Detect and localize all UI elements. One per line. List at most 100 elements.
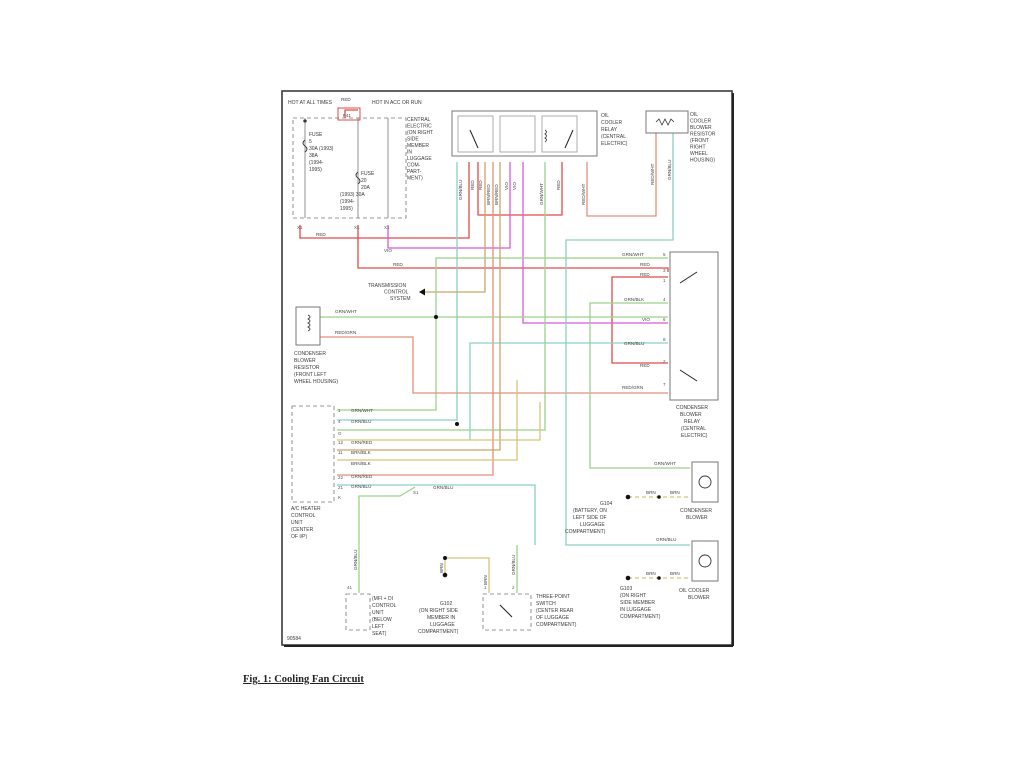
wire-brnred-1 — [425, 162, 486, 293]
hot-acc-run-label: HOT IN ACC OR RUN — [372, 100, 422, 106]
pin-label: 21 — [338, 485, 344, 490]
junction-dot — [455, 422, 459, 426]
wire-label-grnblu-dme: GRN/BLU — [353, 550, 358, 570]
wire-label: RED/WHT — [581, 183, 586, 205]
wire-label-brn-g102: BRN — [439, 563, 444, 573]
wire-grnblu-relay — [337, 162, 458, 421]
figure-caption: Fig. 1: Cooling Fan Circuit — [243, 674, 364, 685]
wire-grnblu-cond — [469, 342, 668, 440]
wire-brnblk-1 — [337, 162, 501, 451]
wire-label: RED/WHT — [650, 163, 655, 185]
wire-label: GRN/BLU — [351, 419, 371, 424]
wire-label-grnwht-blower: GRN/WHT — [654, 461, 676, 466]
junction-dot — [657, 576, 661, 580]
fuse-f41-label: F41 — [343, 113, 351, 118]
oil-cooler-relay-box — [451, 110, 598, 157]
pin-label: 2 — [663, 359, 666, 364]
wire-label: RED/GRN — [622, 385, 643, 390]
wire-label: GRN/WHT — [622, 252, 644, 257]
junction-dot — [434, 315, 438, 319]
hot-all-times-label: HOT AT ALL TIMES — [288, 100, 333, 106]
wire-label-red-main: RED — [393, 262, 403, 267]
wire-grnblk — [589, 302, 690, 469]
pin-label: 3 — [663, 268, 666, 273]
wire-label: BRN/BLK — [351, 450, 372, 455]
wires — [299, 109, 690, 593]
wire-label-brn: BRN — [646, 490, 656, 495]
wire-label: GRN/BLU — [458, 180, 463, 200]
pin-label: K — [338, 495, 341, 500]
wire-red-left — [299, 162, 470, 239]
wire-red-condenser — [611, 276, 668, 364]
pin-label: G — [338, 431, 342, 436]
oil-cooler-resistor-box — [645, 110, 689, 134]
dme-box — [345, 593, 371, 631]
junction-dot — [625, 494, 631, 500]
wire-brnred-2 — [337, 162, 494, 476]
relay-switch-icon — [469, 129, 479, 149]
pin-label: 6 — [663, 317, 666, 322]
wire-brn-switch — [445, 557, 490, 593]
wire-grnblu-dme — [358, 486, 416, 593]
wire-label-red: RED — [316, 232, 326, 237]
oil-relay-inner-3 — [541, 115, 578, 153]
wire-label: GRN/WHT — [539, 183, 544, 205]
junction-dot — [443, 556, 447, 560]
fuse-20-symbol-icon — [355, 171, 361, 185]
fuse-5-symbol-icon — [302, 139, 308, 153]
transmission-arrow-icon — [419, 288, 425, 296]
wire-label: RED — [640, 272, 650, 277]
pin-label: 5 — [663, 252, 666, 257]
wire-label: RED — [556, 180, 561, 190]
pin-label: 1 — [663, 278, 666, 283]
wire-label-brn: BRN — [670, 571, 680, 576]
splice-label: S1 — [413, 490, 419, 495]
wire-label: GRN/BLU — [624, 341, 644, 346]
pin-label: 11 — [338, 450, 343, 455]
pin-label: X1 — [384, 225, 390, 230]
wire-label: GRN/RED — [351, 440, 373, 445]
wire-label: GRN/BLU — [433, 485, 453, 490]
pin-label: 1 — [484, 585, 487, 590]
wire-label: GRN/RED — [351, 474, 373, 479]
wire-label: VIO — [512, 182, 517, 190]
ac-heater-connector: 1 4 G 12 11 22 21 K GRN/WHT GRN/BLU GRN/… — [338, 408, 453, 500]
wire-label: GRN/BLU — [667, 160, 672, 180]
wire-label: GRN/WHT — [351, 408, 373, 413]
oil-cooler-blower-box — [691, 540, 719, 582]
pin-label: 4 — [663, 297, 666, 302]
junction-dot — [657, 495, 661, 499]
wire-label: RED — [640, 363, 650, 368]
wire-label-redgrn: RED/GRN — [335, 330, 356, 335]
wire-label-grnblu-switch: GRN/BLU — [511, 555, 516, 575]
wire-redgrn — [320, 336, 668, 394]
pin-label: 2 — [512, 585, 515, 590]
oil-relay-inner-1 — [457, 115, 494, 153]
wire-label-brn: BRN — [670, 490, 680, 495]
condenser-blower-motor-icon — [698, 475, 712, 489]
wire-label-brn: BRN — [646, 571, 656, 576]
relay-switch-icon — [679, 271, 698, 284]
wire-label-vio: VIO — [384, 248, 392, 253]
wire-label-grnblu-blower: GRN/BLU — [656, 537, 676, 542]
wire-label: BRN/BLK — [351, 461, 372, 466]
pin-label: 1 — [338, 408, 341, 413]
wire-grnwht-relay — [337, 162, 546, 431]
ac-heater-box — [291, 405, 335, 503]
three-point-switch-box — [482, 593, 532, 631]
oil-cooler-blower-motor-icon — [698, 554, 712, 568]
central-electric-box — [292, 117, 407, 219]
wire-label: BRN/RED — [494, 184, 499, 205]
wire-label: RED — [478, 180, 483, 190]
